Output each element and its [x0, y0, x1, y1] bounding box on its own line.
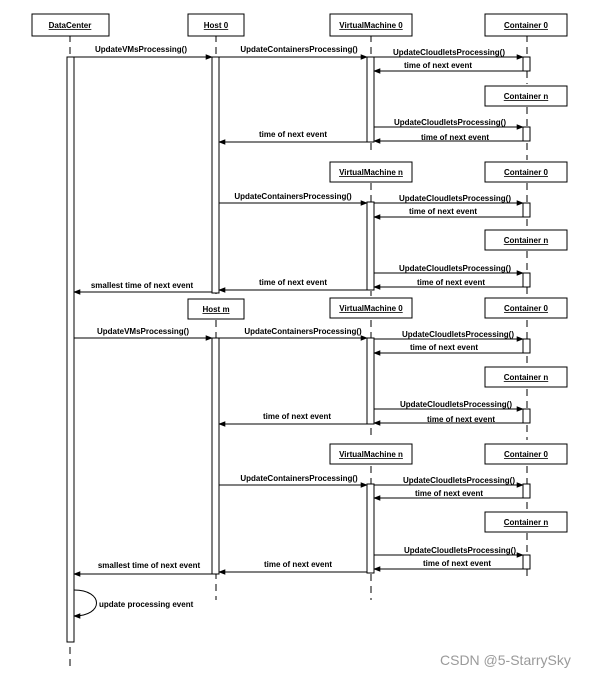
- participant-vm-n-box: [329, 161, 413, 183]
- participant-container-n: Container n: [504, 92, 549, 101]
- participant-vm-0-b: VirtualMachine 0: [339, 304, 403, 313]
- msg-update-cloudlets-8: UpdateCloudletsProcessing(): [404, 546, 516, 555]
- participant-datacenter-box: [31, 13, 110, 37]
- msg-time-next-8: time of next event: [427, 415, 495, 424]
- msg-smallest-time-2: smallest time of next event: [98, 561, 201, 570]
- participant-container-0-c-box: [484, 297, 568, 319]
- msg-time-next-9: time of next event: [263, 412, 331, 421]
- participant-container-n-d-box: [484, 511, 568, 533]
- activation-container-n-c: [522, 408, 531, 424]
- activation-datacenter: [66, 56, 75, 643]
- msg-time-next-2: time of next event: [421, 133, 489, 142]
- activation-vm-n: [366, 201, 375, 291]
- participant-container-n-c-box: [484, 366, 568, 388]
- participant-container-0-box: [484, 13, 568, 37]
- msg-update-vms-1: UpdateVMsProcessing(): [95, 45, 187, 54]
- msg-time-next-7: time of next event: [410, 343, 478, 352]
- msg-smallest-time-1: smallest time of next event: [91, 281, 194, 290]
- self-message-label: update processing event: [99, 600, 194, 609]
- msg-time-next-3: time of next event: [259, 130, 327, 139]
- participant-container-0-c: Container 0: [504, 304, 549, 313]
- activation-container-0: [522, 56, 531, 72]
- activation-container-0-c: [522, 338, 531, 354]
- msg-time-next-1: time of next event: [404, 61, 472, 70]
- msg-update-cloudlets-1: UpdateCloudletsProcessing(): [393, 48, 505, 57]
- msg-update-cloudlets-2: UpdateCloudletsProcessing(): [394, 118, 506, 127]
- msg-time-next-4: time of next event: [409, 207, 477, 216]
- participant-container-n-c: Container n: [504, 373, 549, 382]
- msg-time-next-11: time of next event: [423, 559, 491, 568]
- participant-container-n-box: [484, 85, 568, 107]
- participant-container-0: Container 0: [504, 21, 549, 30]
- participant-vm-0-box: [329, 13, 413, 37]
- activation-vm-0: [366, 56, 375, 143]
- activation-host-0: [211, 56, 220, 294]
- participant-vm-0-b-box: [329, 297, 413, 319]
- participant-container-0-d-box: [484, 443, 568, 465]
- activation-container-n: [522, 126, 531, 142]
- activation-container-0-d: [522, 483, 531, 499]
- participant-host-m-box: [187, 298, 245, 320]
- msg-update-cloudlets-6: UpdateCloudletsProcessing(): [400, 400, 512, 409]
- activation-container-n-d: [522, 554, 531, 570]
- msg-time-next-6: time of next event: [259, 278, 327, 287]
- participant-vm-n-b: VirtualMachine n: [339, 450, 403, 459]
- participant-vm-n: VirtualMachine n: [339, 168, 403, 177]
- participant-vm-n-b-box: [329, 443, 413, 465]
- msg-update-cloudlets-7: UpdateCloudletsProcessing(): [403, 476, 515, 485]
- participant-container-n-b: Container n: [504, 236, 549, 245]
- msg-time-next-10: time of next event: [415, 489, 483, 498]
- participant-datacenter: DataCenter: [49, 21, 92, 30]
- msg-update-containers-2: UpdateContainersProcessing(): [234, 192, 352, 201]
- participant-vm-0: VirtualMachine 0: [339, 21, 403, 30]
- participant-host-0: Host 0: [204, 21, 229, 30]
- msg-update-containers-4: UpdateContainersProcessing(): [240, 474, 358, 483]
- msg-update-cloudlets-3: UpdateCloudletsProcessing(): [399, 194, 511, 203]
- msg-update-containers-3: UpdateContainersProcessing(): [244, 327, 362, 336]
- participant-host-0-box: [187, 13, 245, 37]
- participant-container-0-b: Container 0: [504, 168, 549, 177]
- participant-container-0-b-box: [484, 161, 568, 183]
- activation-host-m: [211, 337, 220, 575]
- watermark: CSDN @5-StarrySky: [440, 652, 571, 668]
- msg-update-vms-2: UpdateVMsProcessing(): [97, 327, 189, 336]
- msg-time-next-5: time of next event: [417, 278, 485, 287]
- activation-container-n-b: [522, 272, 531, 288]
- activation-vm-0-b: [366, 337, 375, 425]
- msg-time-next-12: time of next event: [264, 560, 332, 569]
- activation-vm-n-b: [366, 483, 375, 574]
- participant-host-m: Host m: [202, 305, 229, 314]
- msg-update-containers-1: UpdateContainersProcessing(): [240, 45, 358, 54]
- self-message-arrow: [73, 589, 97, 619]
- msg-update-cloudlets-4: UpdateCloudletsProcessing(): [399, 264, 511, 273]
- activation-container-0-b: [522, 202, 531, 218]
- participant-container-n-d: Container n: [504, 518, 549, 527]
- participant-container-0-d: Container 0: [504, 450, 549, 459]
- participant-container-n-b-box: [484, 229, 568, 251]
- msg-update-cloudlets-5: UpdateCloudletsProcessing(): [402, 330, 514, 339]
